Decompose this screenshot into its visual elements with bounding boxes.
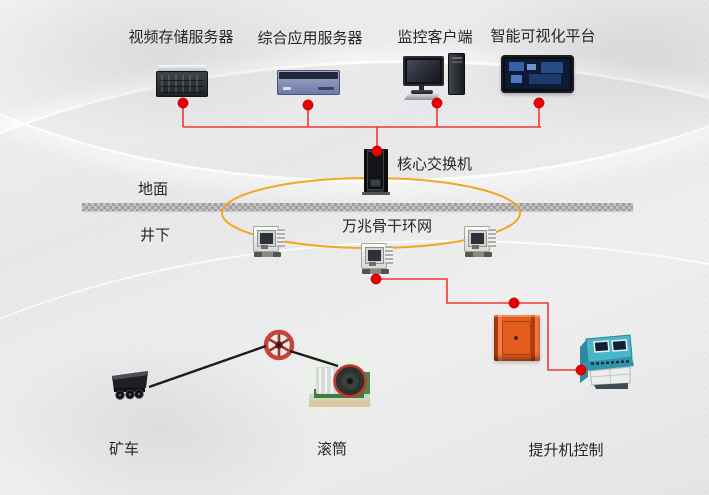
server-slot	[318, 87, 334, 90]
flameproof-controller-icon	[494, 315, 540, 361]
mine-car-icon	[110, 367, 150, 402]
node-button	[369, 262, 376, 266]
connection-dot	[533, 97, 545, 109]
server-drive-bays	[161, 75, 203, 93]
tower-bay	[452, 57, 462, 59]
server-panel	[279, 72, 338, 79]
winding-drum-art	[309, 356, 370, 407]
rack-server-icon	[156, 65, 208, 97]
video-wall-screen	[505, 59, 570, 89]
node-heatsink	[277, 228, 285, 247]
node-heatsink	[488, 228, 496, 247]
console-art	[580, 334, 634, 389]
cabinet-vent	[370, 179, 381, 187]
server-lid	[158, 65, 206, 72]
core-switch-label: 核心交换机	[397, 156, 473, 173]
monitor-stand	[419, 84, 424, 90]
device-label: 矿车	[108, 441, 140, 458]
hoist-rope	[148, 344, 267, 389]
node-feet	[254, 252, 281, 257]
node-feet	[465, 252, 492, 257]
connection-dot	[177, 97, 189, 109]
device-label: 综合应用服务器	[257, 30, 363, 47]
monitor-base	[411, 90, 433, 94]
connection-dot	[508, 297, 520, 309]
device-label: 提升机控制	[528, 442, 604, 459]
hoist-console-icon	[574, 333, 637, 390]
explosion-proof-switch-icon	[360, 239, 394, 276]
device-label: 视频存储服务器	[128, 29, 234, 46]
device-label: 滚筒	[316, 441, 348, 458]
underground-label: 井下	[140, 227, 171, 244]
ring-network-label: 万兆骨干环网	[342, 218, 433, 235]
surface-label: 地面	[138, 181, 169, 198]
connection-dot	[431, 97, 443, 109]
winding-drum-icon	[309, 356, 370, 407]
sheave-wheel-art	[263, 329, 295, 361]
connection-dot	[370, 273, 382, 285]
node-feet	[362, 269, 389, 274]
mine-car-art	[112, 371, 148, 400]
explosion-proof-switch-icon	[252, 222, 286, 259]
application-server-icon	[277, 70, 340, 95]
device-label: 监控客户端	[397, 29, 473, 46]
surface-divider-bar	[82, 203, 633, 211]
connection-dot	[575, 364, 587, 376]
connection-dot	[371, 145, 383, 157]
explosion-proof-switch-icon	[463, 222, 497, 259]
cabinet-base	[362, 192, 390, 195]
head-sheave-wheel-icon	[263, 329, 295, 361]
device-label: 智能可视化平台	[490, 28, 596, 45]
monitor-screen	[407, 60, 440, 82]
server-led	[283, 87, 291, 90]
connection-dot	[302, 99, 314, 111]
node-heatsink	[385, 245, 393, 264]
node-button	[261, 245, 268, 249]
hoist-rope	[289, 349, 339, 368]
controller-panel	[502, 321, 531, 355]
controller-knob	[514, 336, 518, 340]
node-button	[472, 245, 479, 249]
